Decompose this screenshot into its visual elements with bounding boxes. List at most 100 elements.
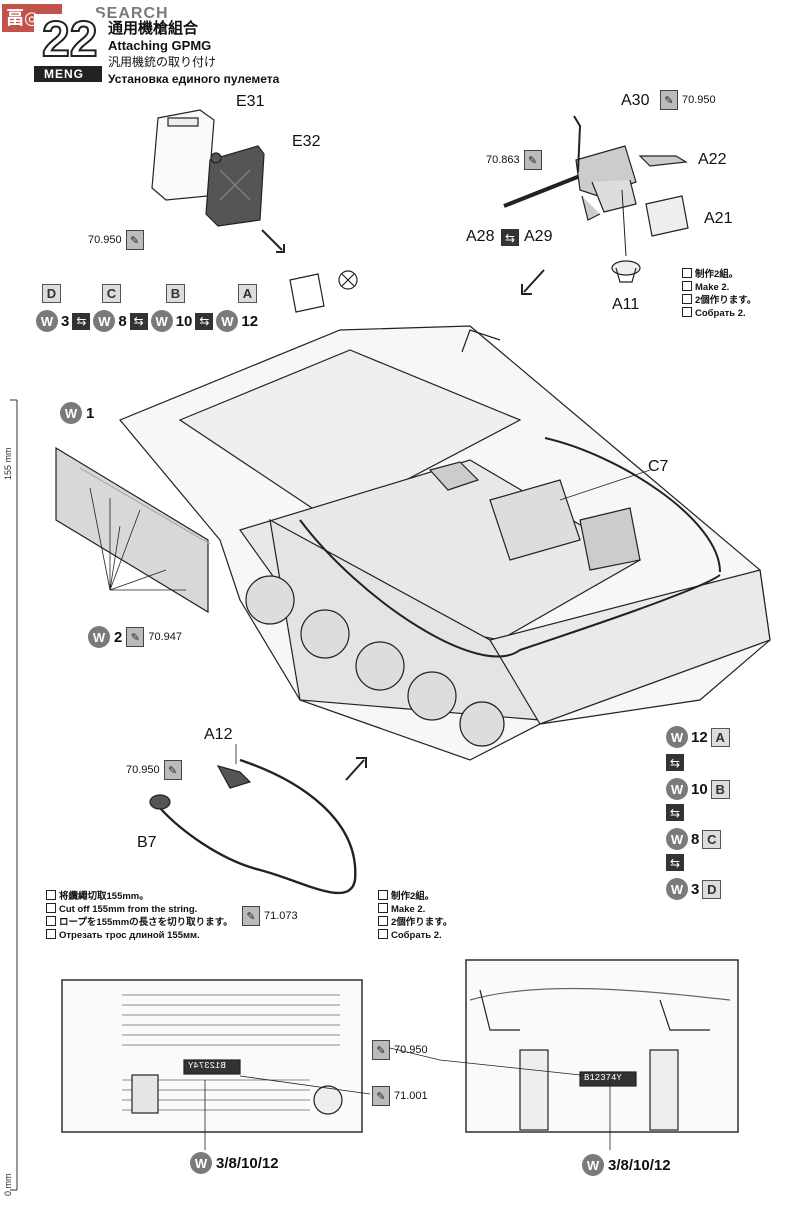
note-make2-top: 制作2組。 Make 2. 2個作ります。 Собрать 2. (682, 268, 756, 320)
paint-code: 71.073 (264, 910, 298, 922)
paint-code: 70.950 (394, 1044, 428, 1056)
paint-brush-icon: ✎ (660, 90, 678, 110)
decal-water-icon: W (666, 828, 688, 850)
decal-number-row: W 3 ⇆ W 8 ⇆ W 10 ⇆ W 12 (36, 310, 258, 332)
paint-code: 70.950 (682, 94, 716, 106)
step-badge-frame-icon (34, 14, 102, 82)
part-label-a30: A30 (621, 92, 650, 109)
note-cut-cable: 将纜繩切取155mm。 Cut off 155mm from the strin… (46, 890, 233, 942)
decal-combined-right: W 3/8/10/12 (582, 1154, 671, 1176)
decal-water-icon: W (666, 726, 688, 748)
decal-water-icon: W (216, 310, 239, 332)
paint-callout: ✎ 71.073 (242, 906, 298, 926)
paint-code: 70.863 (486, 154, 520, 166)
plate-text-right: B12374Y (584, 1073, 622, 1083)
part-label-a11: A11 (612, 296, 640, 313)
swap-icon: ⇆ (666, 804, 684, 821)
decal-letter-a: A (238, 284, 257, 303)
step-number: 22 (41, 10, 99, 68)
decal-water-icon: W (93, 310, 116, 332)
decal-number: 8 (118, 312, 127, 330)
decal-letter: C (702, 829, 722, 849)
title-block: 通用機槍組合 Attaching GPMG 汎用機銃の取り付け Установк… (108, 20, 279, 88)
decal-number: 1 (86, 404, 95, 422)
decal-number: 3/8/10/12 (216, 1154, 279, 1172)
decal-number: 12 (241, 312, 259, 330)
decal-letter-c: C (102, 284, 121, 303)
armor-plate-icon (55, 446, 211, 614)
tank-hull-icon (119, 325, 771, 761)
decal-number: 3/8/10/12 (608, 1156, 671, 1174)
paint-code: 71.001 (394, 1090, 428, 1102)
paint-code: 70.950 (126, 764, 160, 776)
paint-brush-icon: ✎ (372, 1040, 390, 1060)
paint-callout: ✎ 70.950 (372, 1040, 428, 1060)
ruler-scale-icon (10, 399, 18, 1191)
svg-text:畐◎: 畐◎ (6, 8, 40, 29)
paint-code: 70.947 (148, 631, 182, 643)
decal-column-item: W 12 A (666, 726, 730, 748)
paint-callout: 70.950 ✎ (88, 230, 144, 250)
decal-water-icon: W (666, 878, 688, 900)
swap-icon: ⇆ (72, 312, 91, 330)
part-label-a12: A12 (204, 726, 233, 743)
part-label-a21: A21 (704, 210, 733, 227)
paint-code: 70.950 (88, 234, 122, 246)
decal-letter: A (710, 727, 730, 747)
title-jp: 汎用機銃の取り付け (108, 55, 217, 69)
decal-letter: B (710, 779, 730, 799)
paint-callout: 70.950 ✎ (126, 760, 182, 780)
decal-water-icon: W (150, 310, 173, 332)
swap-icon: ⇆ (129, 312, 148, 330)
part-label-a22: A22 (698, 151, 727, 168)
jerrycan-e32-icon (205, 145, 265, 227)
decal-number: 10 (175, 312, 193, 330)
swap-icon: ⇆ (195, 312, 214, 330)
decal-number: 8 (691, 830, 700, 848)
paint-brush-icon: ✎ (163, 760, 182, 780)
decal-letter: D (702, 879, 722, 899)
decal-number: 12 (691, 728, 708, 746)
paint-callout: 70.863 ✎ (486, 150, 542, 170)
jerrycan-e31-icon (151, 109, 215, 201)
paint-callout: ✎ 70.950 (660, 90, 716, 110)
detail-box-left (61, 979, 363, 1133)
part-label-c7: C7 (648, 458, 669, 475)
paint-brush-icon: ✎ (242, 906, 260, 926)
title-en: Attaching GPMG (108, 38, 212, 53)
ruler: 155 mm 0 mm (0, 0, 20, 1200)
swap-icon: ⇆ (666, 854, 684, 871)
swap-icon: ⇆ (666, 754, 684, 771)
title-cn: 通用機槍組合 (108, 19, 199, 37)
paint-brush-icon: ✎ (523, 150, 542, 170)
decal-number: 3 (61, 312, 70, 330)
paint-callout: W 2 ✎ 70.947 (88, 626, 182, 648)
decal-letter-b: B (166, 284, 185, 303)
step-badge: 22 MENG (34, 10, 102, 82)
part-label-e32: E32 (292, 133, 321, 150)
tow-cable-icon (149, 758, 357, 895)
decal-number: 2 (114, 628, 123, 646)
part-label-e31: E31 (236, 93, 265, 110)
decal-column-item: W 10 B (666, 778, 730, 800)
brand-logo-text: MENG (44, 67, 84, 81)
watermark-text: SEARCH (95, 5, 169, 22)
paint-callout: ✎ 71.001 (372, 1086, 428, 1106)
paint-brush-icon: ✎ (372, 1086, 390, 1106)
decal-letter-d: D (42, 284, 61, 303)
part-label-b7: B7 (137, 834, 157, 851)
decal-number: 10 (691, 780, 708, 798)
swap-icon: ⇆ (501, 229, 519, 246)
decal-water-icon: W (36, 310, 58, 332)
decal-column-item: W 3 D (666, 878, 722, 900)
decal-water-icon: W (60, 402, 82, 424)
decal-column-item: W 8 C (666, 828, 722, 850)
decal-water-icon: W (88, 626, 110, 648)
plate-text-left: B12374Y (188, 1061, 226, 1071)
decal-water-icon: W (666, 778, 688, 800)
title-ru: Установка единого пулемета (108, 72, 280, 86)
gpmg-parts-icon (503, 115, 689, 283)
decal-combined-left: W 3/8/10/12 (190, 1152, 279, 1174)
note-make2-bottom: 制作2組。 Make 2. 2個作ります。 Собрать 2. (378, 890, 452, 942)
